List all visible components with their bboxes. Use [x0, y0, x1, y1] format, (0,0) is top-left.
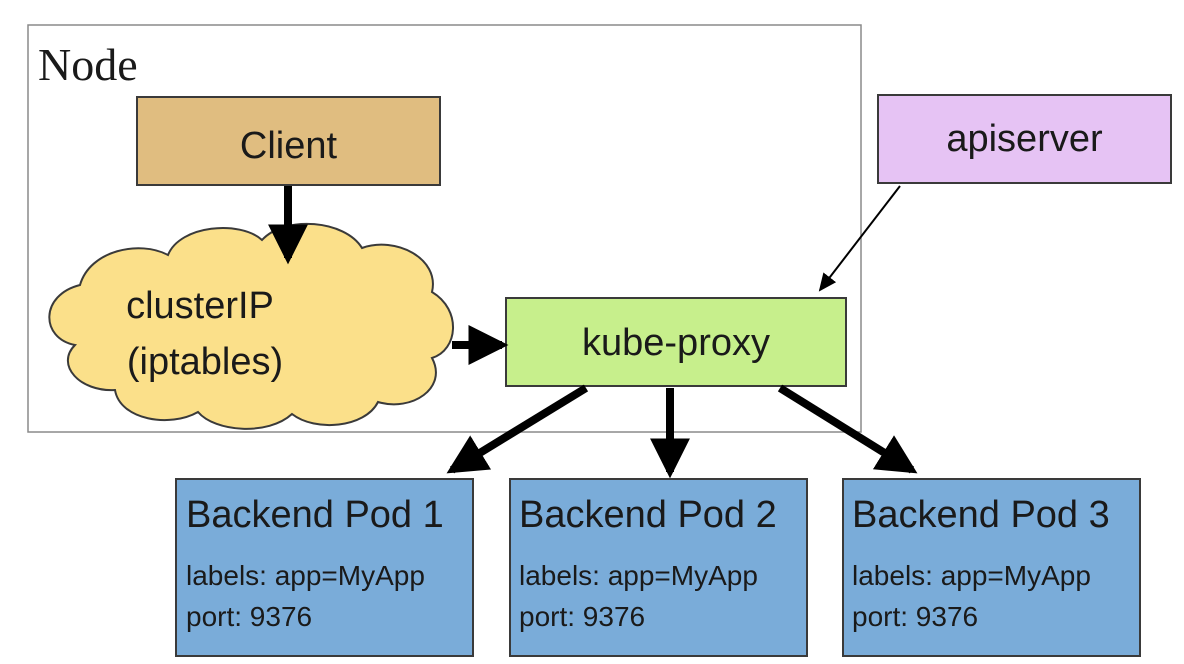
pod-labels: labels: app=MyApp [852, 560, 1091, 591]
pod-title: Backend Pod 2 [519, 494, 777, 536]
pod-port: port: 9376 [186, 601, 312, 632]
pod-port: port: 9376 [519, 601, 645, 632]
backend-pod-2: Backend Pod 2 labels: app=MyApp port: 93… [509, 478, 808, 657]
pod-box [509, 478, 808, 657]
cluster-ip-cloud [48, 222, 454, 430]
kube-proxy-box [505, 297, 847, 387]
pod-labels: labels: app=MyApp [186, 560, 425, 591]
kube-proxy-label: kube-proxy [582, 322, 770, 364]
backend-pod-3: Backend Pod 3 labels: app=MyApp port: 93… [842, 478, 1141, 657]
arrow-kube-proxy-to-pod-1 [446, 384, 589, 474]
client-label: Client [240, 125, 338, 167]
backend-pod-1: Backend Pod 1 labels: app=MyApp port: 93… [175, 478, 474, 657]
node-label: Node [38, 39, 138, 90]
client-box [136, 96, 441, 186]
pod-port: port: 9376 [852, 601, 978, 632]
pod-labels: labels: app=MyApp [519, 560, 758, 591]
pod-box [175, 478, 474, 657]
arrow-apiserver-to-kube-proxy [818, 185, 901, 292]
cluster-ip-label-line2: (iptables) [127, 341, 283, 383]
pod-box [842, 478, 1141, 657]
pod-title: Backend Pod 3 [852, 494, 1110, 536]
arrow-kube-proxy-to-pod-3 [777, 384, 918, 474]
cluster-ip-label-line1: clusterIP [126, 285, 274, 327]
apiserver-label: apiserver [946, 118, 1103, 160]
apiserver-box [877, 94, 1172, 184]
pod-title: Backend Pod 1 [186, 494, 444, 536]
